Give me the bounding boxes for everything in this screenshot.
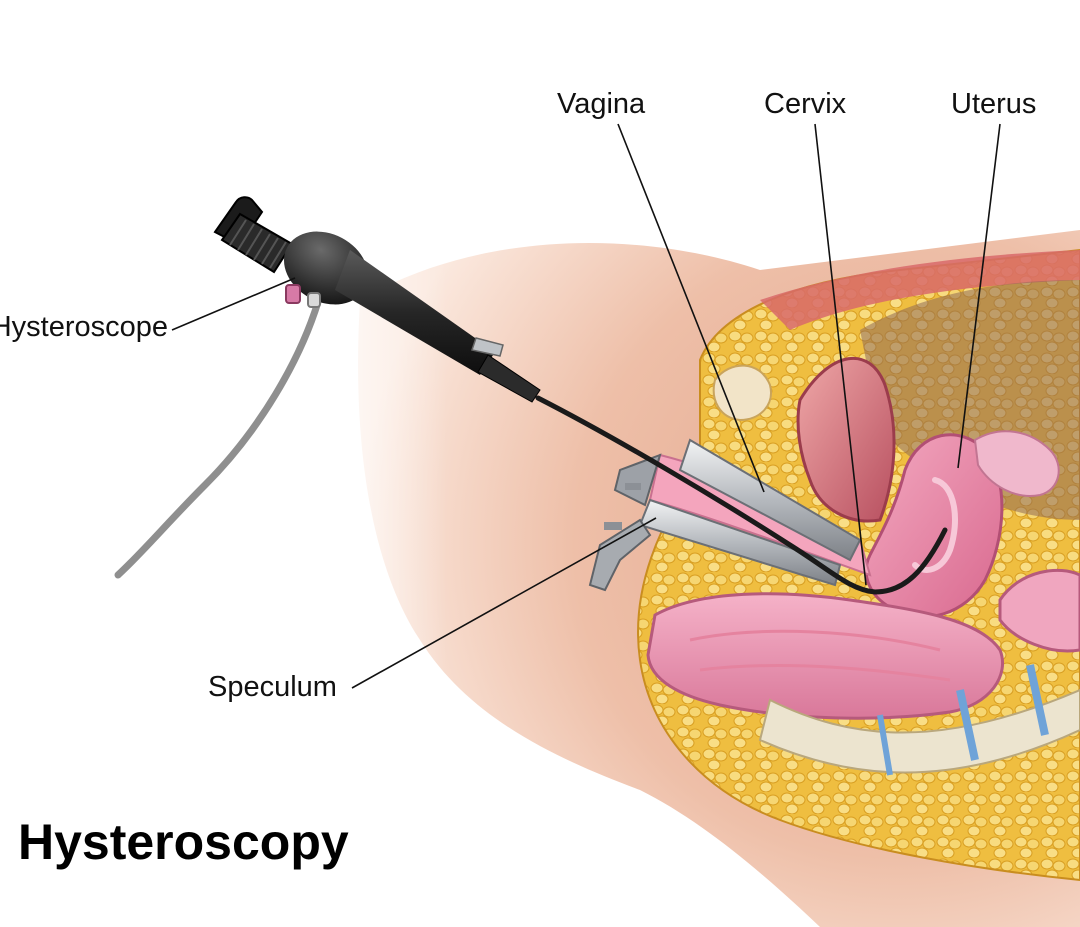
label-speculum: Speculum xyxy=(208,671,337,703)
leader-line-hysteroscope xyxy=(171,277,296,331)
leader-line-cervix xyxy=(814,123,867,586)
label-hysteroscope: Hysteroscope xyxy=(0,311,168,343)
leader-line-speculum xyxy=(351,517,657,689)
label-vagina: Vagina xyxy=(557,88,646,120)
label-uterus: Uterus xyxy=(951,88,1037,120)
sacrum xyxy=(758,664,1080,776)
pelvic-cross-section xyxy=(637,248,1080,882)
speculum-instrument xyxy=(588,438,862,592)
leader-line-vagina xyxy=(617,123,765,493)
label-cervix: Cervix xyxy=(764,88,847,120)
leader-lines xyxy=(171,123,1001,689)
diagram-title: Hysteroscopy xyxy=(18,814,349,870)
hysteroscope-instrument xyxy=(114,196,948,595)
leader-line-uterus xyxy=(957,123,1001,469)
